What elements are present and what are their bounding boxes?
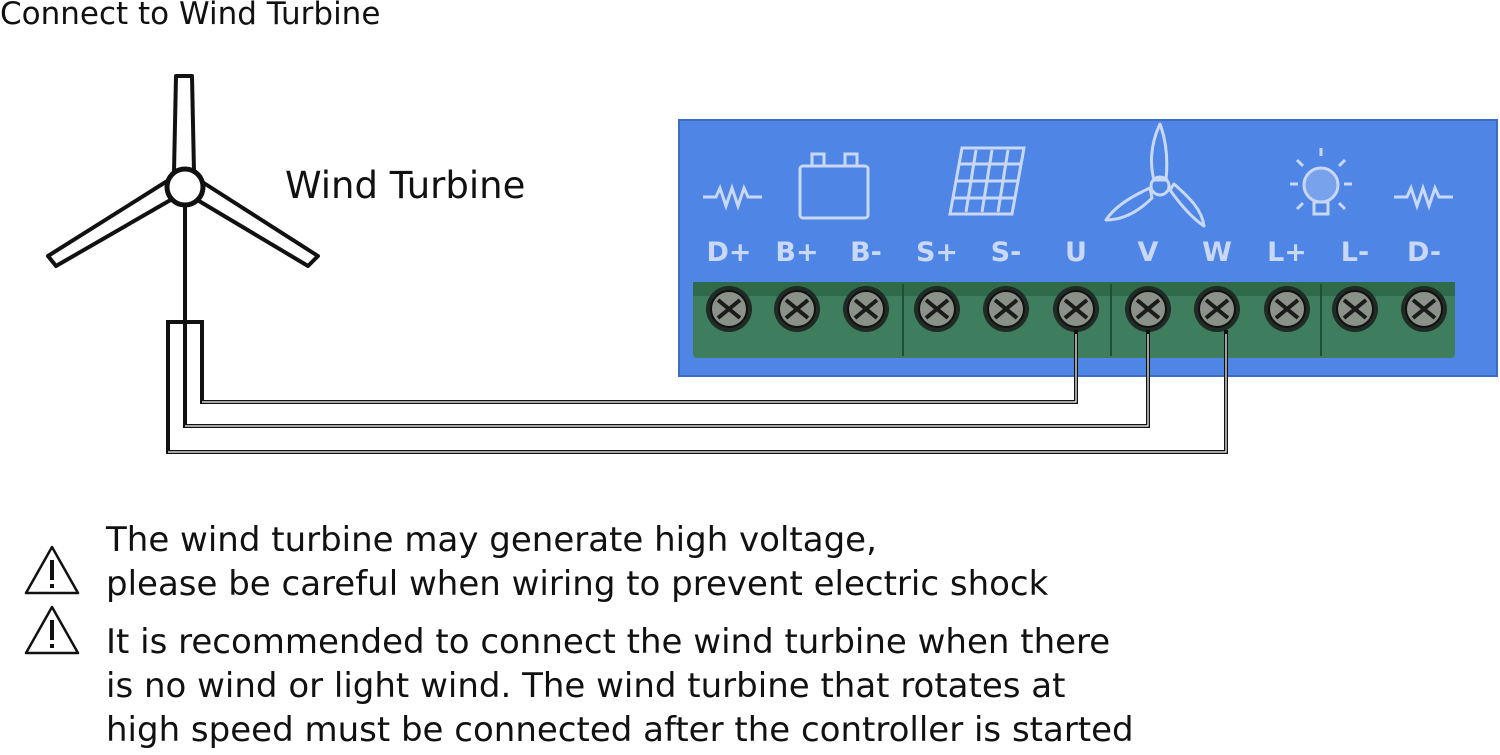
warning-1-line-2: please be careful when wiring to prevent… xyxy=(106,564,1049,604)
terminal-screw xyxy=(1125,286,1171,332)
terminal-label-v: V xyxy=(1138,237,1159,268)
terminal-label-splus: S+ xyxy=(916,237,958,268)
warning-text-1: The wind turbine may generate high volta… xyxy=(106,518,1048,606)
terminal-screw xyxy=(1194,286,1240,332)
resistor-icon xyxy=(1394,183,1453,211)
diagram-title: Connect to Wind Turbine xyxy=(0,0,381,32)
terminal-label-dminus: D- xyxy=(1407,237,1441,268)
warning-2-line-1: It is recommended to connect the wind tu… xyxy=(106,622,1111,662)
wind-turbine-icon xyxy=(46,74,320,325)
terminal-label-w: W xyxy=(1202,237,1232,268)
light-bulb-icon xyxy=(1290,148,1352,216)
solar-panel-icon xyxy=(948,146,1026,216)
terminal-label-bminus: B- xyxy=(850,237,882,268)
terminal-screw xyxy=(843,286,889,332)
resistor-icon xyxy=(703,183,762,211)
wind-turbine-label: Wind Turbine xyxy=(285,164,526,207)
terminal-screw xyxy=(1332,286,1378,332)
terminal-label-dplus: D+ xyxy=(706,237,751,268)
warning-icon xyxy=(24,545,80,595)
terminal-label-lplus: L+ xyxy=(1267,237,1307,268)
terminal-label-bplus: B+ xyxy=(775,237,818,268)
warning-2-line-2: is no wind or light wind. The wind turbi… xyxy=(106,666,1066,706)
terminal-screw xyxy=(1053,286,1099,332)
terminal-screw xyxy=(914,286,960,332)
terminal-screw xyxy=(1401,286,1447,332)
wiring-diagram: D+ B+ B- S+ S- U V W L+ L- D- xyxy=(46,74,1498,454)
warning-icon xyxy=(24,605,80,655)
charge-controller: D+ B+ B- S+ S- U V W L+ L- D- xyxy=(678,119,1498,377)
warning-text-2: It is recommended to connect the wind tu… xyxy=(106,620,1134,752)
battery-icon xyxy=(798,152,870,220)
terminal-screw xyxy=(706,286,752,332)
terminal-screw xyxy=(1264,286,1310,332)
terminal-label-lminus: L- xyxy=(1341,237,1369,268)
warning-1-line-1: The wind turbine may generate high volta… xyxy=(106,520,877,560)
warning-2-line-3: high speed must be connected after the c… xyxy=(106,710,1134,750)
wind-turbine-icon xyxy=(1104,122,1206,228)
terminal-screw xyxy=(983,286,1029,332)
terminal-label-sminus: S- xyxy=(991,237,1022,268)
terminal-screw xyxy=(774,286,820,332)
terminal-label-u: U xyxy=(1065,237,1087,268)
